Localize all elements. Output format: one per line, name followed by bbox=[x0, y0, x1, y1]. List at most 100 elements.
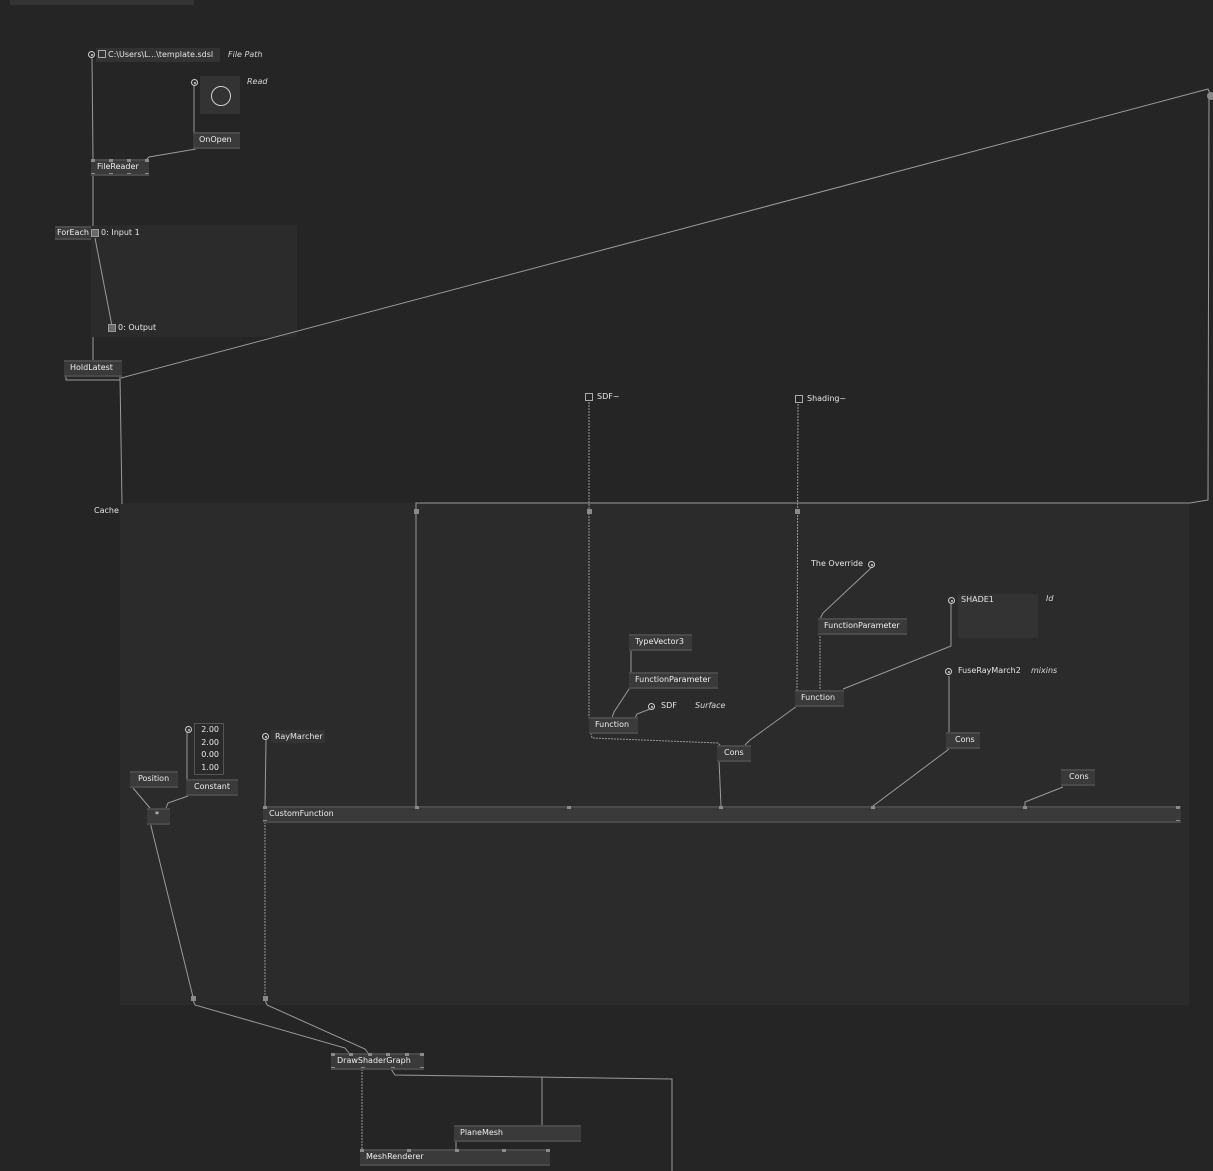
cons-node-3[interactable]: Cons bbox=[1061, 769, 1095, 786]
vector-y-value[interactable]: 2.00 bbox=[201, 737, 219, 747]
wire bbox=[590, 732, 721, 746]
cons-node-2[interactable]: Cons bbox=[946, 732, 980, 749]
foreach-output-pin-icon[interactable] bbox=[108, 324, 116, 332]
node-label: DrawShaderGraph bbox=[337, 1056, 411, 1065]
read-preview[interactable] bbox=[200, 76, 240, 114]
top-bar bbox=[10, 0, 194, 5]
sdf-surface-type-label: Surface bbox=[695, 701, 726, 710]
cache-label: Cache bbox=[94, 506, 119, 515]
wire bbox=[842, 604, 952, 690]
node-label: PlaneMesh bbox=[460, 1128, 504, 1137]
wire bbox=[120, 88, 1212, 379]
fuse-label: FuseRayMarch2 bbox=[958, 666, 1021, 675]
sdf-surface-label: SDF bbox=[661, 701, 677, 710]
read-pin-icon[interactable] bbox=[191, 79, 198, 86]
read-label: Read bbox=[247, 77, 268, 86]
node-label: TypeVector3 bbox=[635, 637, 684, 646]
wire bbox=[1024, 786, 1064, 806]
node-label: MeshRenderer bbox=[366, 1152, 424, 1161]
function-parameter-node-1[interactable]: FunctionParameter bbox=[629, 672, 718, 689]
mesh-renderer-node[interactable]: MeshRenderer bbox=[360, 1149, 550, 1166]
wire bbox=[264, 999, 369, 1054]
wire bbox=[91, 57, 94, 161]
node-label: Cons bbox=[955, 735, 975, 744]
node-label: FunctionParameter bbox=[824, 621, 900, 630]
wire bbox=[165, 795, 189, 809]
sdf-pad-label: SDF~ bbox=[597, 392, 620, 401]
position-node[interactable]: Position bbox=[130, 771, 178, 788]
function-parameter-node-2[interactable]: FunctionParameter bbox=[818, 618, 907, 635]
wire bbox=[390, 1068, 673, 1171]
fuse-pin-icon[interactable] bbox=[945, 668, 952, 675]
constant-node[interactable]: Constant bbox=[186, 779, 238, 796]
node-label: Function bbox=[801, 693, 836, 702]
shading-toggle-icon[interactable] bbox=[795, 395, 803, 403]
custom-function-node[interactable]: CustomFunction bbox=[263, 806, 1181, 823]
wire bbox=[132, 787, 151, 809]
foreach-input-pin-icon[interactable] bbox=[91, 229, 99, 237]
function-node-1[interactable]: Function bbox=[589, 717, 638, 734]
node-label: Cons bbox=[724, 748, 744, 757]
vector-z-value[interactable]: 0.00 bbox=[201, 750, 219, 759]
foreach-output-label: 0: Output bbox=[118, 323, 157, 332]
plane-mesh-node[interactable]: PlaneMesh bbox=[454, 1125, 581, 1142]
shade1-id-label: Id bbox=[1046, 594, 1054, 603]
shade1-pin-icon[interactable] bbox=[948, 597, 955, 604]
fuse-mixins-label: mixins bbox=[1031, 666, 1058, 675]
file-reader-node[interactable]: FileReader bbox=[91, 159, 149, 176]
foreach-input-label: 0: Input 1 bbox=[101, 228, 140, 237]
draw-shader-graph-node[interactable]: DrawShaderGraph bbox=[331, 1053, 424, 1070]
wire bbox=[611, 685, 632, 719]
shade1-label: SHADE1 bbox=[961, 595, 994, 604]
wire bbox=[94, 237, 113, 327]
wire bbox=[192, 999, 350, 1054]
function-node-2[interactable]: Function bbox=[795, 690, 844, 707]
node-label: HoldLatest bbox=[70, 363, 113, 372]
the-override-pin-icon[interactable] bbox=[868, 561, 875, 568]
on-open-node[interactable]: OnOpen bbox=[193, 132, 240, 149]
ray-marcher-field[interactable] bbox=[271, 730, 325, 743]
wire bbox=[415, 97, 1210, 510]
wire bbox=[149, 821, 194, 998]
cons-node-1[interactable]: Cons bbox=[717, 745, 751, 762]
shade1-text-field[interactable] bbox=[958, 594, 1038, 638]
foreach-label: ForEach bbox=[57, 228, 89, 237]
sdf-surface-pin-icon[interactable] bbox=[648, 703, 655, 710]
type-vector3-node[interactable]: TypeVector3 bbox=[629, 634, 692, 651]
file-path-pin-icon[interactable] bbox=[88, 51, 95, 58]
vector-w-value[interactable]: 1.00 bbox=[201, 762, 219, 772]
constant-pin-icon[interactable] bbox=[185, 726, 192, 733]
node-label: Position bbox=[138, 774, 170, 783]
sdf-toggle-icon[interactable] bbox=[585, 393, 593, 401]
wire bbox=[119, 376, 123, 505]
wire bbox=[718, 759, 722, 807]
constant-vector-field[interactable]: 2.00 2.00 0.00 1.00 bbox=[194, 723, 224, 775]
vector-x-value[interactable]: 2.00 bbox=[201, 725, 219, 734]
foreach-region[interactable] bbox=[91, 225, 297, 337]
wire bbox=[264, 739, 267, 807]
cache-region[interactable] bbox=[120, 503, 1189, 1005]
file-path-value: C:\Users\L...\template.sdsl bbox=[108, 50, 214, 59]
wire bbox=[796, 403, 799, 691]
node-label: FunctionParameter bbox=[635, 675, 711, 684]
wire bbox=[872, 748, 950, 807]
multiply-node[interactable]: * bbox=[147, 808, 170, 825]
wire bbox=[744, 705, 798, 746]
node-label: * bbox=[155, 810, 159, 819]
file-path-field[interactable] bbox=[96, 48, 220, 62]
ray-marcher-pad-label: RayMarcher bbox=[275, 732, 323, 741]
file-icon[interactable] bbox=[98, 50, 106, 58]
cache-input-pin-icon[interactable] bbox=[1207, 92, 1213, 100]
foreach-label-tab[interactable]: ForEach bbox=[55, 226, 91, 240]
wire bbox=[634, 708, 651, 719]
the-override-label: The Override bbox=[811, 559, 864, 568]
hold-latest-node[interactable]: HoldLatest bbox=[64, 360, 122, 377]
node-label: OnOpen bbox=[199, 135, 232, 144]
node-label: Function bbox=[595, 720, 630, 729]
node-label: CustomFunction bbox=[269, 809, 334, 818]
ray-marcher-pin-icon[interactable] bbox=[262, 733, 269, 740]
node-label: Cons bbox=[1069, 772, 1089, 781]
bang-circle-icon[interactable] bbox=[210, 85, 232, 107]
